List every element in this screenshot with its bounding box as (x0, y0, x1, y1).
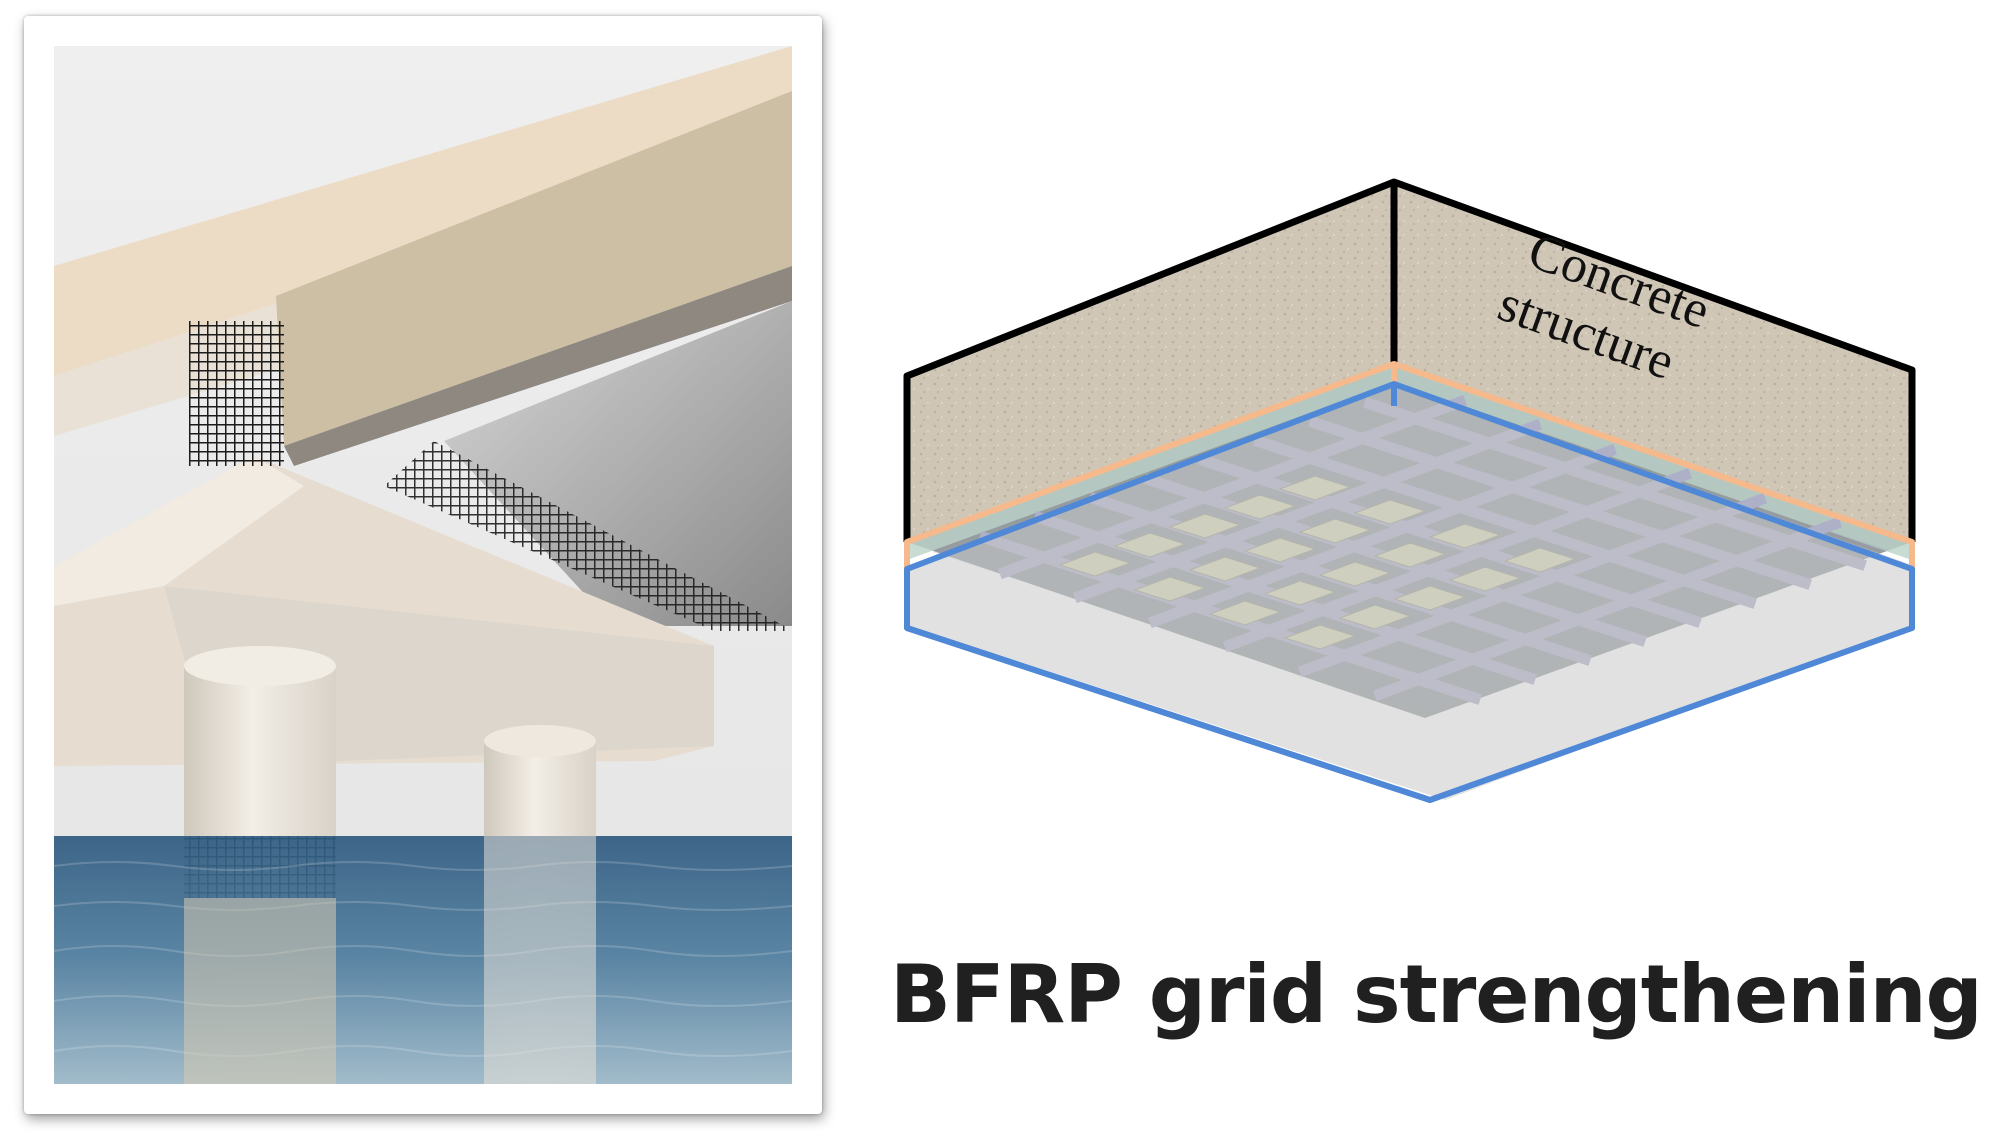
concrete-left-face (907, 182, 1394, 542)
column-left-submerged (184, 898, 336, 1084)
pier-cap-shadow (54, 456, 304, 606)
pier-column-left-top (184, 646, 336, 686)
bridge-illustration (54, 46, 792, 1084)
bridge-illustration-frame (24, 16, 822, 1114)
steel-girder-underside (284, 266, 792, 466)
concrete-frame-outline (903, 178, 1916, 542)
bfrp-grid-on-slab (384, 441, 792, 631)
bfrp-grid-on-beam (189, 321, 284, 466)
cover-layer-outline (904, 381, 1915, 803)
concrete-right-face (1394, 182, 1912, 542)
column-right-submerged (484, 836, 596, 1084)
deck-underside-slab (444, 301, 792, 626)
steel-girder (276, 91, 792, 446)
bond-layer-outline (904, 361, 1915, 569)
cover-layer-fill (907, 382, 1912, 800)
figure-caption: BFRP grid strengthening (890, 948, 1983, 1041)
water (54, 836, 792, 1084)
water-ripples (54, 861, 792, 1057)
bfrp-grid-diagram: Concrete structure (903, 178, 1916, 803)
bridge-deck-top (54, 46, 792, 376)
pier-column-right-top (484, 725, 596, 757)
